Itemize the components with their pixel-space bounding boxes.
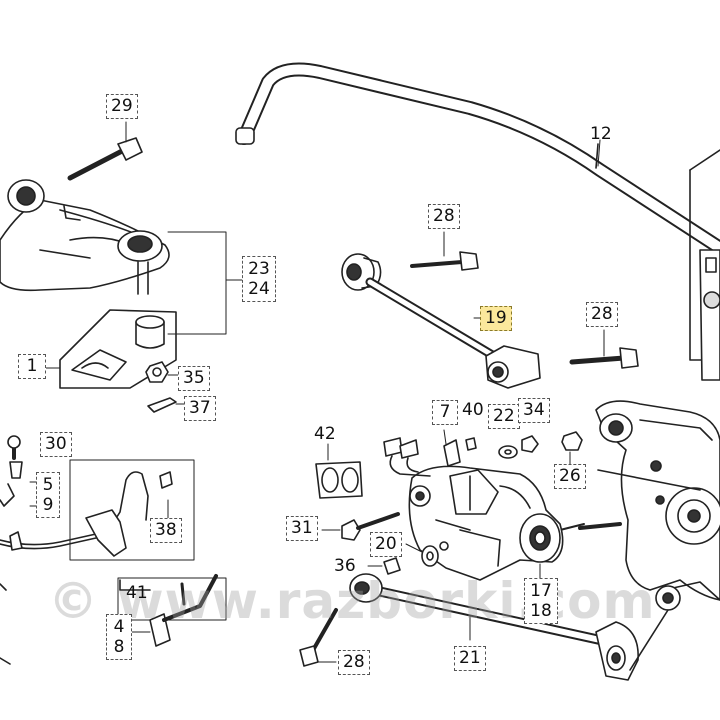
callout-5-9: 5 9 bbox=[36, 472, 60, 518]
frame-bracket bbox=[689, 149, 720, 381]
upper-control-arm bbox=[0, 179, 170, 295]
callout-5: 5 bbox=[42, 475, 54, 495]
callout-38: 38 bbox=[150, 518, 182, 543]
nut-34 bbox=[521, 435, 539, 453]
callout-34: 34 bbox=[518, 398, 550, 423]
callout-12: 12 bbox=[590, 124, 612, 144]
callout-19: 19 bbox=[480, 306, 512, 331]
bolt-36 bbox=[367, 557, 401, 575]
callout-4-8: 4 8 bbox=[106, 614, 132, 660]
callout-36: 36 bbox=[334, 556, 356, 576]
callout-17: 17 bbox=[530, 581, 552, 601]
callout-35: 35 bbox=[178, 366, 210, 391]
callout-23-24: 23 24 bbox=[242, 256, 276, 302]
bolt-28-right bbox=[569, 329, 639, 369]
callout-18: 18 bbox=[530, 601, 552, 621]
knuckle bbox=[595, 400, 720, 601]
callout-37: 37 bbox=[184, 396, 216, 421]
nut-35 bbox=[145, 361, 181, 383]
callout-24: 24 bbox=[248, 279, 270, 299]
callout-28-right: 28 bbox=[586, 302, 618, 327]
nut-26 bbox=[561, 431, 583, 465]
callout-30: 30 bbox=[40, 432, 72, 457]
differential bbox=[408, 465, 564, 583]
clip-40 bbox=[465, 437, 477, 451]
bushing-kit bbox=[39, 309, 177, 389]
callout-28-lower: 28 bbox=[338, 650, 370, 675]
callout-28-upper: 28 bbox=[428, 204, 460, 229]
callout-7: 7 bbox=[432, 400, 458, 425]
washer-20 bbox=[405, 543, 439, 567]
callout-8: 8 bbox=[113, 637, 125, 657]
callout-29: 29 bbox=[106, 94, 138, 119]
sensor-harness bbox=[0, 435, 195, 561]
callout-1: 1 bbox=[18, 354, 46, 379]
leader-23-24 bbox=[167, 231, 245, 335]
clip-7 bbox=[443, 429, 461, 467]
callout-41: 41 bbox=[126, 583, 148, 603]
lower-arm-21 bbox=[349, 573, 639, 681]
bolt-31 bbox=[321, 512, 400, 541]
callout-20: 20 bbox=[370, 532, 402, 557]
hose-bracket bbox=[0, 574, 227, 665]
callout-9: 9 bbox=[42, 495, 54, 515]
callout-31: 31 bbox=[286, 516, 318, 541]
bolt-29 bbox=[67, 121, 143, 181]
clip-37 bbox=[147, 397, 187, 413]
stabilizer-bar bbox=[235, 62, 720, 255]
trailing-arm-19 bbox=[341, 253, 541, 389]
lower-link bbox=[629, 581, 720, 671]
callout-26: 26 bbox=[554, 464, 586, 489]
sensor-cables bbox=[383, 437, 431, 477]
knuckle-bolt bbox=[578, 522, 622, 530]
callout-4: 4 bbox=[113, 617, 125, 637]
spacer-42 bbox=[315, 443, 363, 499]
bolt-28-lower bbox=[299, 608, 338, 667]
washer-22 bbox=[498, 445, 518, 459]
bolt-28-upper bbox=[410, 231, 479, 271]
callout-21: 21 bbox=[454, 646, 486, 671]
callout-40: 40 bbox=[462, 400, 484, 420]
callout-42: 42 bbox=[314, 424, 336, 444]
callout-23: 23 bbox=[248, 259, 270, 279]
callout-22: 22 bbox=[488, 404, 520, 429]
callout-17-18: 17 18 bbox=[524, 578, 558, 624]
